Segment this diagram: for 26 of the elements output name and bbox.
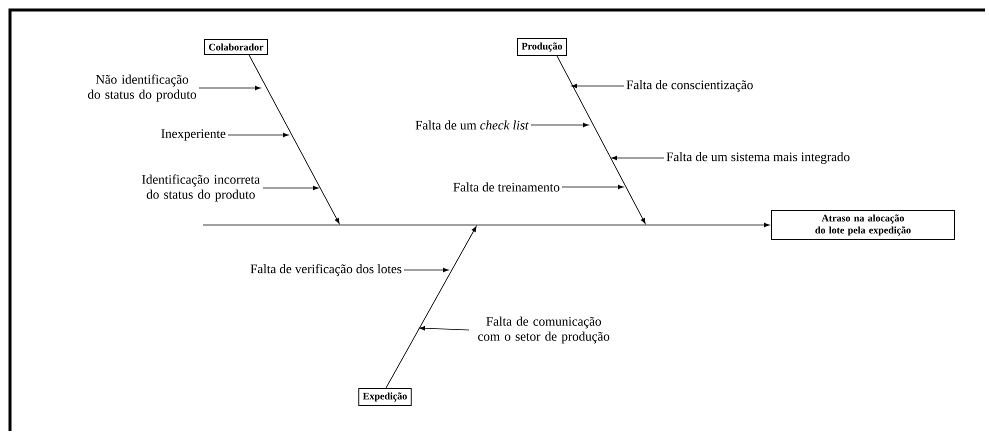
arrow [611, 156, 664, 160]
cause-label: Falta de um check list [416, 120, 529, 130]
arrow [262, 186, 319, 190]
bone-arrow [556, 56, 646, 224]
cause-label: Não identificação do status do produto [88, 74, 196, 102]
arrow [228, 132, 289, 138]
cause-label: Falta de um sistema mais integrado [666, 152, 850, 164]
category-box: Produção [517, 38, 567, 56]
cause-label: Falta de comunicação com o setor de produção [478, 316, 610, 344]
arrow [530, 122, 589, 128]
cause-label: Inexperiente [161, 129, 226, 141]
arrow [404, 268, 449, 272]
arrow [562, 184, 624, 190]
effect-box: Atraso na alocação do lote pela expedição [771, 210, 955, 240]
category-box: Colaborador [204, 39, 268, 55]
bone-arrow [386, 226, 477, 388]
cause-label: Identificação incorreta do status do produto [142, 174, 260, 202]
spine-arrow [202, 222, 770, 228]
arrow [198, 86, 261, 90]
cause-label: Falta de verificação dos lotes [250, 264, 402, 276]
category-box: Expedição [358, 388, 412, 406]
arrow [571, 84, 624, 88]
bone-arrow [248, 54, 340, 224]
cause-label: Falta de conscientização [626, 80, 753, 92]
arrow [419, 326, 470, 330]
cause-label: Falta de treinamento [453, 182, 560, 192]
